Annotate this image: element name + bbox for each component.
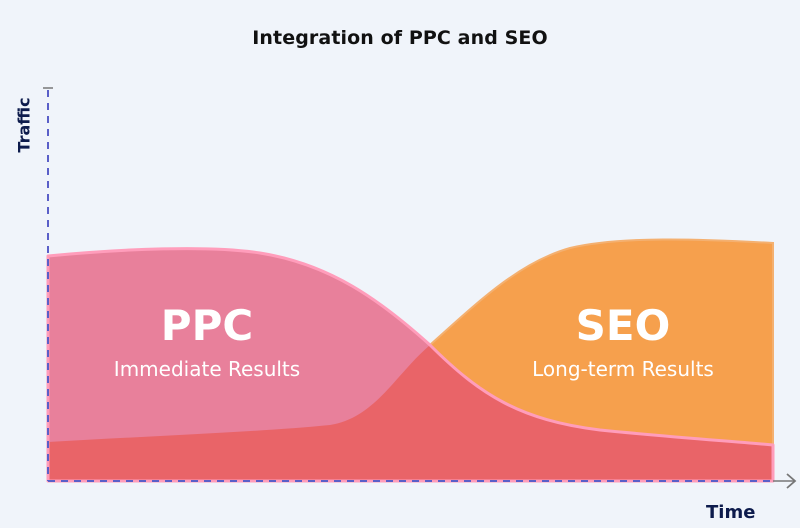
seo-label: SEO Long-term Results xyxy=(498,302,748,382)
ppc-outline xyxy=(46,247,775,483)
chart-title: Integration of PPC and SEO xyxy=(252,27,548,49)
seo-subtitle: Long-term Results xyxy=(532,357,714,381)
seo-name: SEO xyxy=(575,301,671,350)
x-axis-label: Time xyxy=(706,502,756,523)
x-axis-arrow-icon xyxy=(786,473,797,489)
ppc-label: PPC Immediate Results xyxy=(82,302,332,382)
ppc-subtitle: Immediate Results xyxy=(113,357,301,381)
ppc-name: PPC xyxy=(160,301,254,350)
